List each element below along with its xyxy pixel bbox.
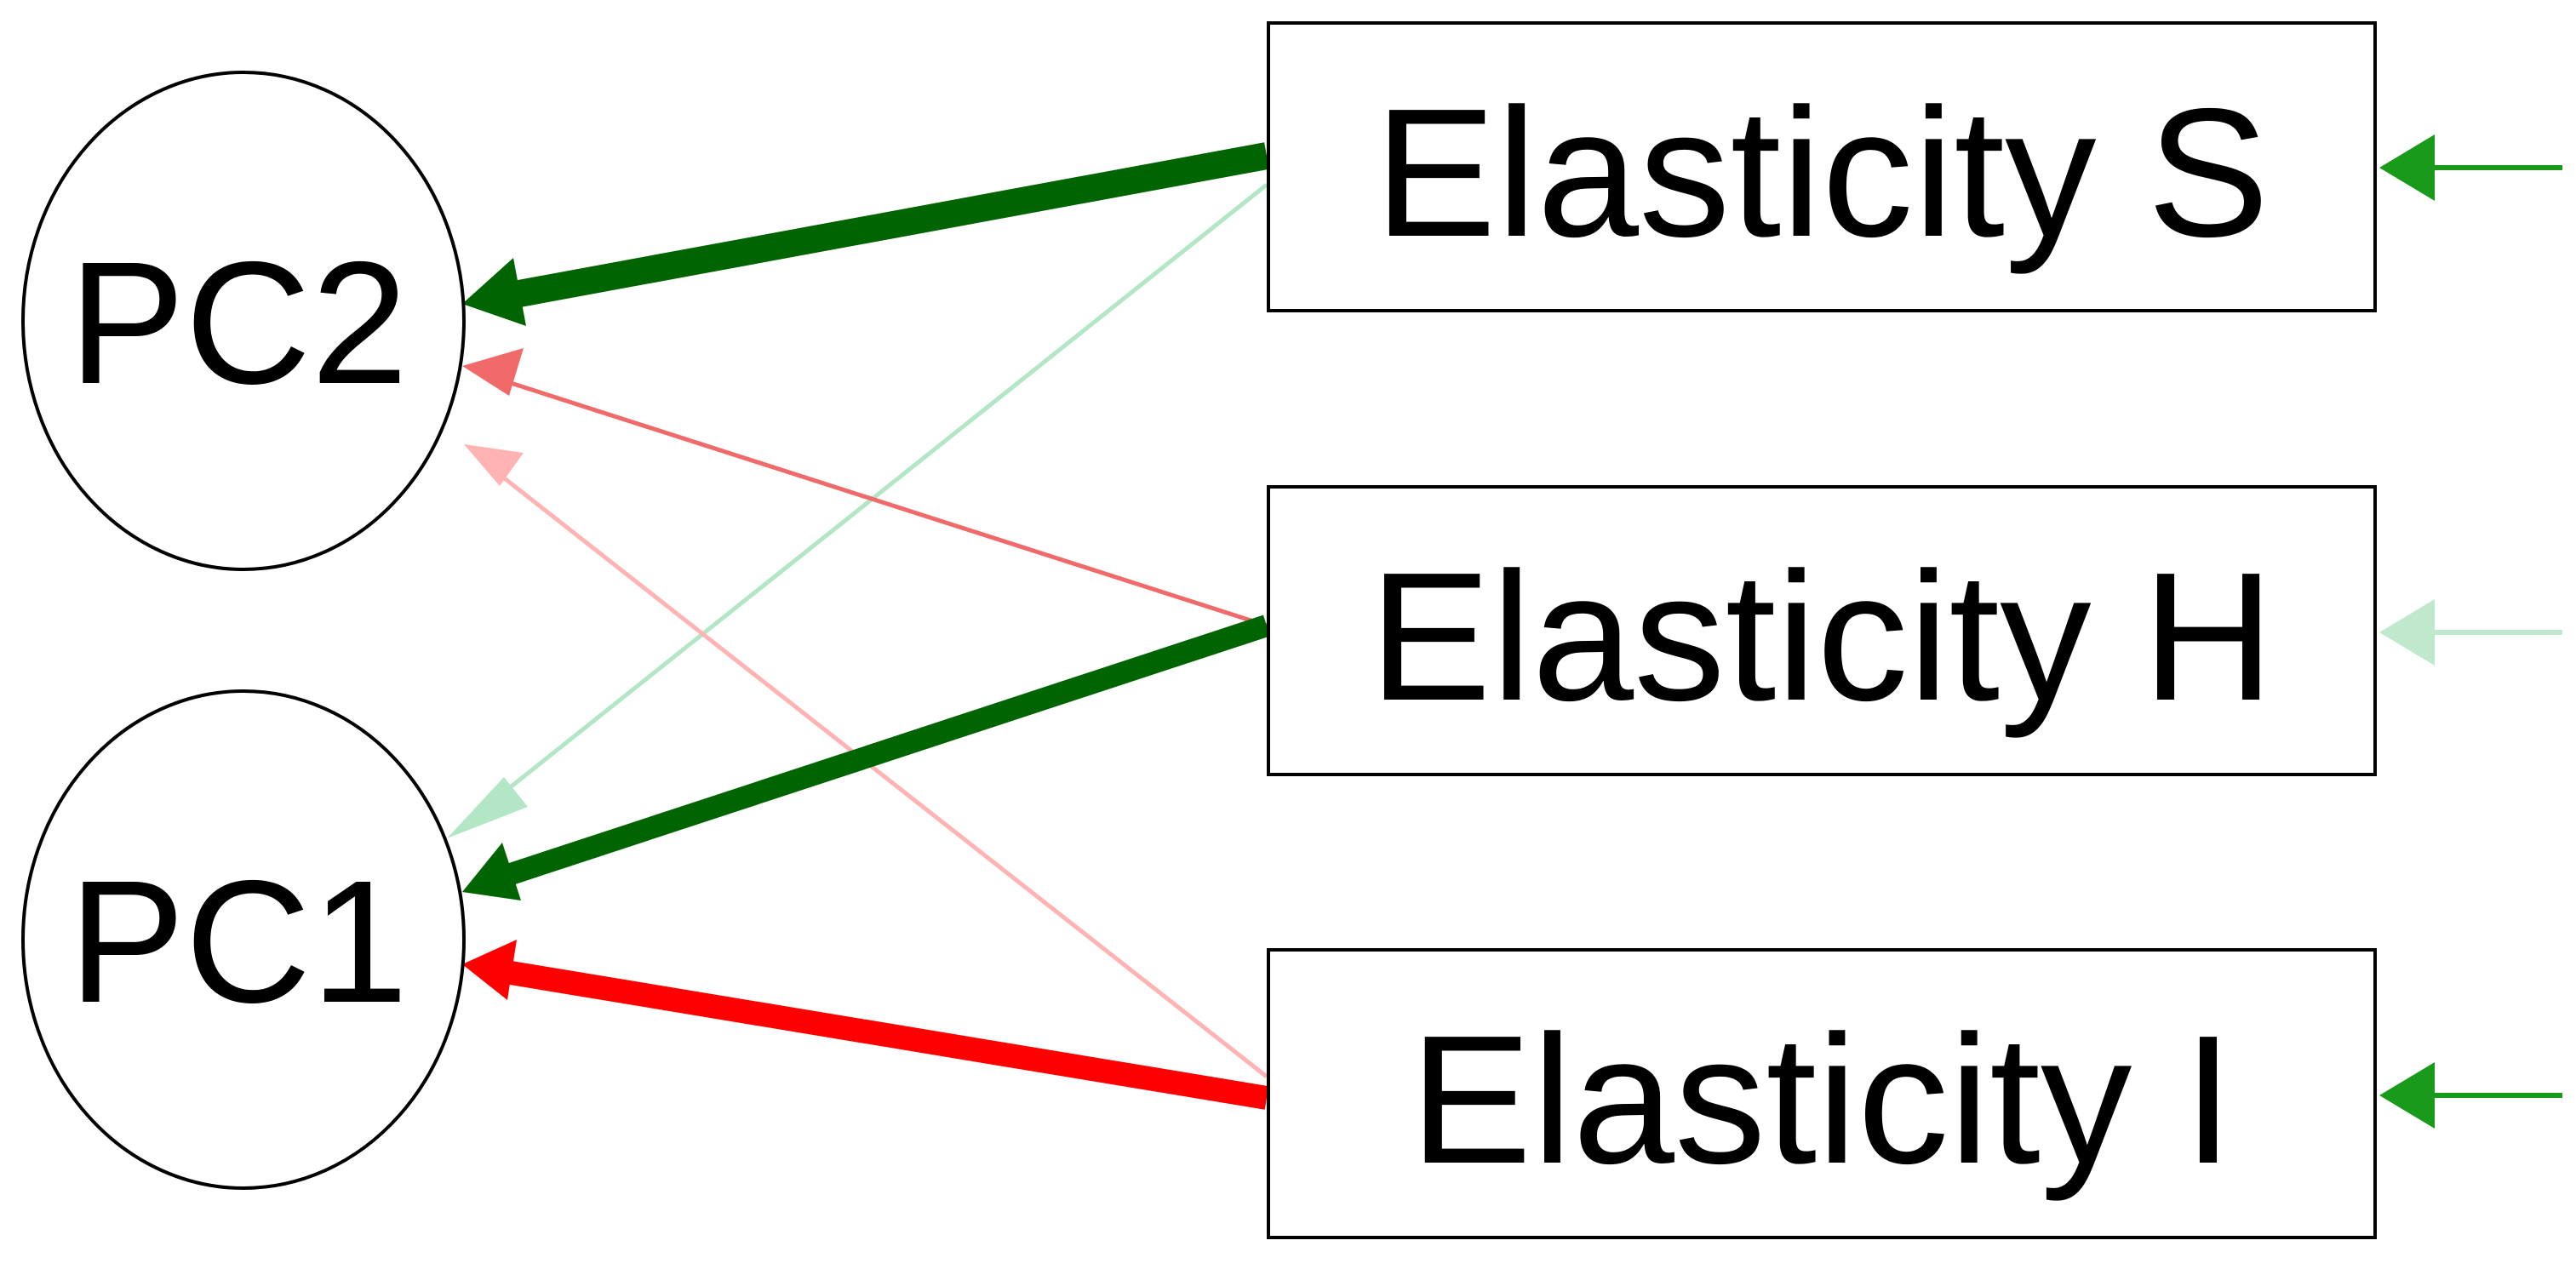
indicator-label: Elasticity S [1374, 70, 2269, 275]
path-h-to-pc1 [462, 614, 1271, 900]
path-s-to-pc2 [462, 142, 1269, 326]
indicator-elasticity-s: Elasticity S [1267, 21, 2377, 312]
arrowhead [462, 843, 521, 900]
arrowhead [462, 348, 524, 396]
path-i-to-pc1 [462, 940, 1269, 1110]
factor-label: PC2 [69, 226, 409, 420]
path-arrows [447, 134, 2562, 1129]
factor-pc2: PC2 [21, 71, 466, 571]
path-i-to-pc2 [464, 444, 1268, 1078]
factor-pc1: PC1 [21, 689, 466, 1190]
arrowhead [2379, 1062, 2435, 1129]
arrowhead [462, 940, 517, 1000]
path-h-to-pc2 [462, 348, 1268, 628]
indicator-elasticity-h: Elasticity H [1267, 485, 2377, 776]
arrowhead [2379, 599, 2435, 666]
arrowhead [464, 444, 524, 486]
arrowhead [2379, 134, 2435, 201]
error-arrow-s [2379, 134, 2562, 201]
path-s-to-pc1 [447, 183, 1268, 838]
factor-label: PC1 [69, 844, 409, 1039]
error-arrow-h [2379, 599, 2562, 666]
indicator-label: Elasticity H [1369, 534, 2274, 739]
arrowhead [462, 258, 526, 326]
indicator-elasticity-i: Elasticity I [1267, 948, 2377, 1239]
indicator-label: Elasticity I [1410, 997, 2234, 1202]
error-arrow-i [2379, 1062, 2562, 1129]
arrowhead [447, 777, 528, 838]
